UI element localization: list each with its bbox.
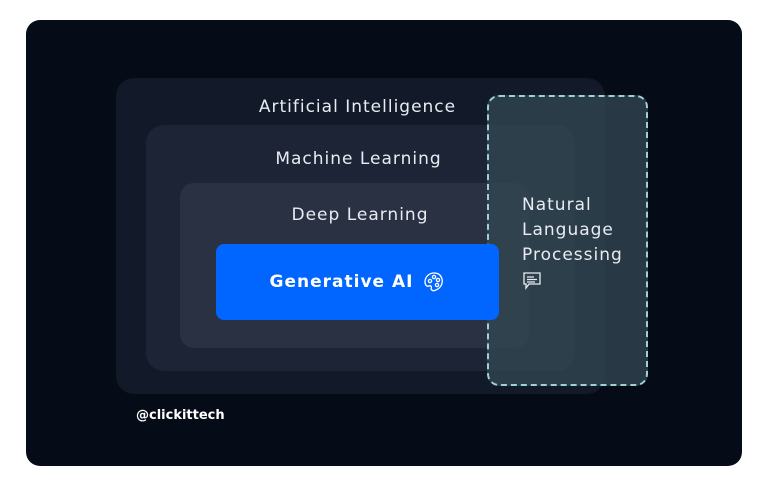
nlp-label: Natural Language Processing	[522, 193, 623, 299]
brand-handle: @clickittech	[136, 408, 225, 423]
ml-label: Machine Learning	[275, 149, 442, 169]
palette-icon	[424, 272, 444, 292]
nlp-line-2: Language	[522, 220, 614, 240]
dl-label: Deep Learning	[291, 205, 429, 225]
ai-label: Artificial Intelligence	[258, 97, 457, 117]
nlp-line-3: Processing	[522, 245, 623, 265]
genai-layer: Generative AI	[216, 244, 499, 320]
nlp-region	[487, 95, 648, 386]
nlp-line-1: Natural	[522, 195, 592, 215]
genai-label: Generative AI	[269, 272, 414, 292]
chat-bubble-icon	[523, 272, 541, 290]
